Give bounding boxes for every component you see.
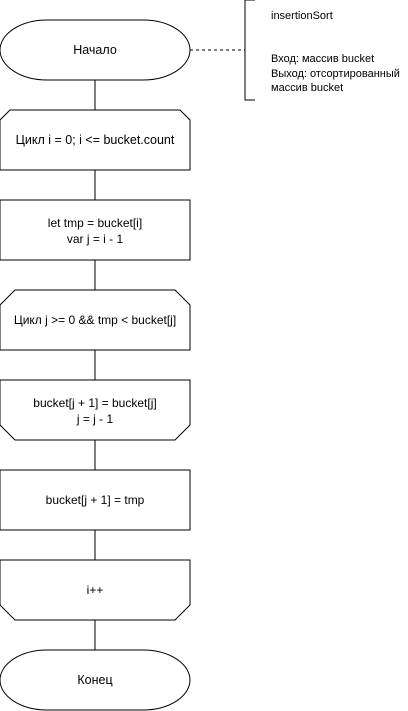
loop-outer-start: Цикл i = 0; i <= bucket.count: [0, 109, 191, 171]
annotation-bracket: [244, 0, 255, 101]
init-block-line2: var j = i - 1: [67, 232, 124, 246]
assign-block-shape: [0, 469, 191, 531]
start-terminator: Начало: [0, 19, 191, 81]
loop-inner-start-label: Цикл j >= 0 && tmp < bucket[j]: [14, 313, 176, 327]
loop-outer-start-shape: [0, 109, 191, 171]
loop-inner-end-shape: [0, 379, 191, 441]
loop-outer-end: i++: [0, 559, 191, 621]
loop-outer-end-shape: [0, 559, 191, 621]
init-block-shape: [0, 199, 191, 261]
loop-inner-end: bucket[j + 1] = bucket[j] j = j - 1: [0, 379, 191, 441]
annotation-output-line1: Выход: отсортированный: [271, 68, 400, 80]
loop-inner-start-shape: [0, 289, 191, 351]
assign-block-label: bucket[j + 1] = tmp: [46, 493, 145, 507]
loop-inner-end-line1: bucket[j + 1] = bucket[j]: [33, 396, 156, 410]
annotation-output-line2: массив bucket: [271, 82, 343, 94]
end-shape: [0, 649, 191, 711]
annotation-note: insertionSort Вход: массив bucket Выход:…: [190, 0, 400, 101]
loop-outer-end-label: i++: [87, 583, 104, 597]
start-label: Начало: [73, 43, 117, 57]
init-block: let tmp = bucket[i] var j = i - 1: [0, 199, 191, 261]
start-shape: [0, 19, 191, 81]
end-terminator: Конец: [0, 649, 191, 711]
loop-inner-start: Цикл j >= 0 && tmp < bucket[j]: [0, 289, 191, 351]
end-label: Конец: [77, 673, 112, 687]
init-block-line1: let tmp = bucket[i]: [48, 216, 142, 230]
annotation-input: Вход: массив bucket: [271, 53, 374, 65]
loop-outer-start-label: Цикл i = 0; i <= bucket.count: [16, 133, 175, 147]
assign-block: bucket[j + 1] = tmp: [0, 469, 191, 531]
annotation-title: insertionSort: [271, 10, 333, 22]
loop-inner-end-line2: j = j - 1: [76, 412, 114, 426]
